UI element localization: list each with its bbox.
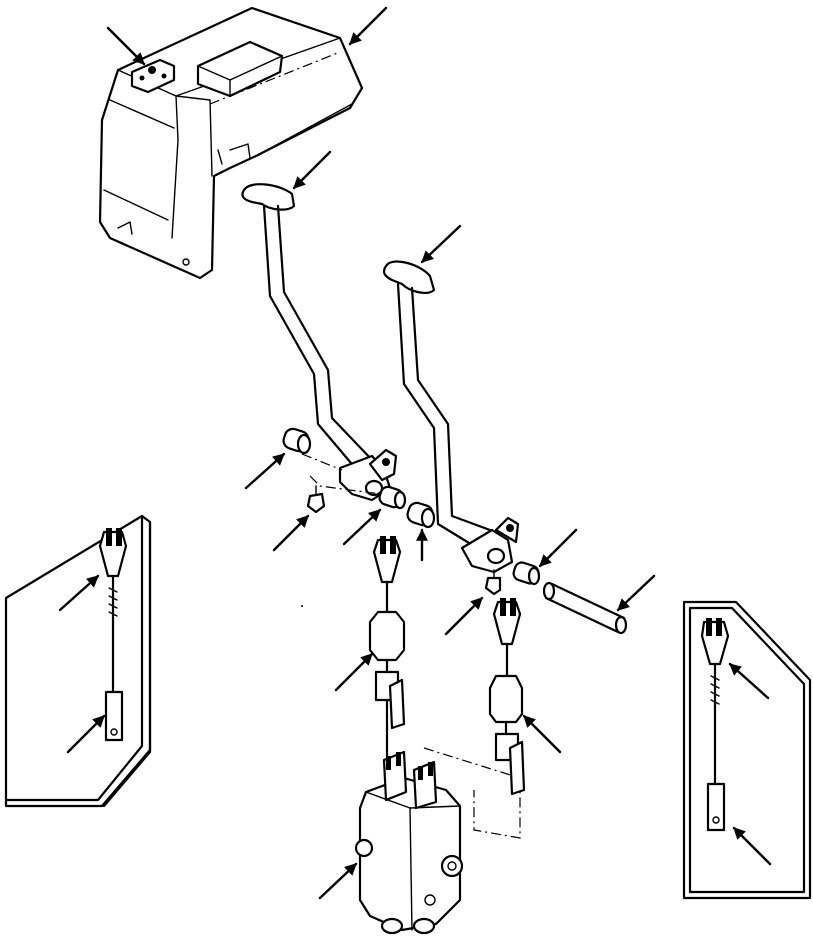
callout-arrow: [728, 662, 770, 700]
callout-arrow: [334, 652, 374, 692]
callout-arrow: [292, 150, 332, 190]
left-control-linkage: [368, 536, 406, 758]
pivot-pin: [542, 581, 628, 635]
inset-panel-left: [4, 514, 152, 808]
speck: [301, 605, 303, 607]
callout-arrow: [616, 574, 656, 612]
bushing-right: [512, 561, 541, 586]
callout-arrow: [538, 528, 578, 568]
callout-arrow: [420, 224, 462, 264]
inset-panel-right: [682, 600, 812, 900]
callout-arrow: [522, 714, 562, 754]
callout-arrow: [66, 714, 106, 754]
callout-arrow: [106, 26, 146, 66]
callout-arrow: [58, 574, 100, 612]
bushing-center-2: [406, 501, 436, 529]
callout-arrow: [244, 452, 286, 490]
right-pedal-arm: [382, 260, 520, 574]
pedal-cover-housing: [98, 6, 364, 280]
grease-fitting-left: [306, 485, 326, 514]
callout-arrows: [58, 6, 772, 900]
callout-arrow: [272, 514, 310, 552]
alignment-line: [423, 747, 521, 839]
grease-fitting-right: [484, 569, 502, 596]
alignment-line: [301, 453, 343, 471]
alignment-line: [309, 475, 381, 495]
left-pedal-arm: [241, 183, 398, 502]
callout-arrow: [444, 596, 484, 636]
callout-arrow: [318, 862, 358, 900]
bushing-center-1: [378, 485, 407, 510]
callout-arrow: [342, 508, 382, 546]
right-control-linkage: [488, 598, 526, 796]
control-valve: [354, 750, 464, 935]
callout-arrow: [348, 6, 388, 46]
callout-arrow: [732, 826, 772, 866]
bushing-upper-left: [282, 427, 312, 455]
